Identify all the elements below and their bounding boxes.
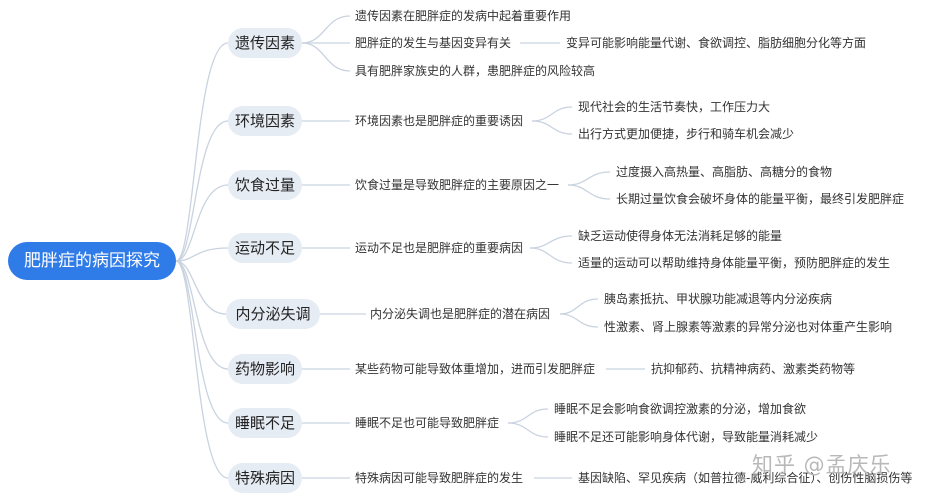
overeating-detail-1: 过度摄入高热量、高脂肪、高糖分的食物: [616, 165, 833, 179]
exercise-detail-1: 缺乏运动使得身体无法消耗足够的能量: [578, 229, 783, 243]
exercise-detail-2: 适量的运动可以帮助维持身体能量平衡，预防肥胖症的发生: [578, 256, 891, 270]
environment-detail-2: 出行方式更加便捷，步行和骑车机会减少: [578, 127, 795, 141]
medication-detail-1: 抗抑郁药、抗精神病药、激素类药物等: [651, 362, 856, 376]
overeating-detail-2: 长期过量饮食会破坏身体的能量平衡，最终引发肥胖症: [616, 192, 905, 206]
sleep-detail-2: 睡眠不足还可能影响身体代谢，导致能量消耗减少: [554, 430, 819, 444]
sleep-detail-1: 睡眠不足会影响食欲调控激素的分泌，增加食欲: [554, 402, 807, 416]
category-endocrine: 内分泌失调: [226, 299, 320, 329]
category-special: 特殊病因: [228, 463, 302, 493]
environment-detail-1: 现代社会的生活节奏快，工作压力大: [578, 100, 771, 114]
endocrine-detail-1: 胰岛素抵抗、甲状腺功能减退等内分泌疾病: [604, 292, 833, 306]
root-node: 肥胖症的病因探究: [8, 242, 176, 280]
category-environment: 环境因素: [228, 106, 302, 136]
environment-point: 环境因素也是肥胖症的重要诱因: [355, 114, 524, 128]
special-detail-1: 基因缺陷、罕见疾病（如普拉德-威利综合征）、创伤性脑损伤等: [578, 471, 913, 485]
genetic-point-3: 具有肥胖家族史的人群，患肥胖症的风险较高: [355, 64, 596, 78]
category-sleep: 睡眠不足: [228, 408, 302, 438]
watermark: 知乎 @孟庆乐: [752, 453, 892, 477]
endocrine-point: 内分泌失调也是肥胖症的潜在病因: [370, 307, 551, 321]
category-overeating: 饮食过量: [228, 170, 302, 200]
category-lack-of-exercise: 运动不足: [228, 233, 302, 263]
sleep-point: 睡眠不足也可能导致肥胖症: [355, 416, 500, 430]
genetic-point-2: 肥胖症的发生与基因变异有关: [355, 36, 512, 50]
category-genetic: 遗传因素: [228, 28, 302, 58]
category-medication: 药物影响: [228, 354, 302, 384]
genetic-detail-1: 变异可能影响能量代谢、食欲调控、脂肪细胞分化等方面: [566, 36, 867, 50]
endocrine-detail-2: 性激素、肾上腺素等激素的异常分泌也对体重产生影响: [604, 320, 893, 334]
special-point: 特殊病因可能导致肥胖症的发生: [355, 471, 524, 485]
overeating-point: 饮食过量是导致肥胖症的主要原因之一: [355, 178, 560, 192]
genetic-point-1: 遗传因素在肥胖症的发病中起着重要作用: [355, 9, 572, 23]
exercise-point: 运动不足也是肥胖症的重要病因: [355, 241, 524, 255]
medication-point: 某些药物可能导致体重增加，进而引发肥胖症: [355, 362, 596, 376]
